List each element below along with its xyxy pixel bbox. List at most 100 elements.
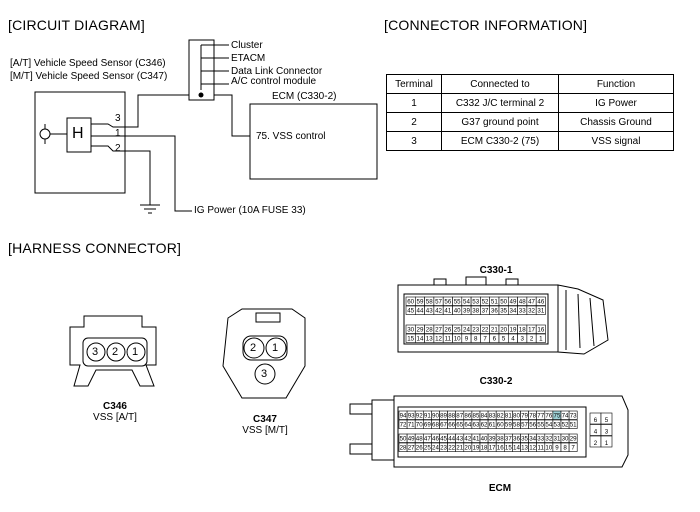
pin-cell — [535, 296, 546, 306]
pin-number: 53 — [472, 299, 479, 306]
c347-name: C347 — [253, 414, 277, 425]
pin-number: 39 — [489, 436, 496, 443]
sensor-at-label: [A/T] Vehicle Speed Sensor (C346) — [10, 58, 166, 69]
pin-number: 36 — [491, 308, 498, 315]
pin-number: 20 — [464, 445, 471, 452]
pin-number: 44 — [417, 308, 424, 315]
ecm-label: ECM (C330-2) — [272, 91, 337, 102]
c346-caption: C346 VSS [A/T] — [88, 401, 142, 423]
pin-number: 9 — [555, 445, 559, 452]
pin-number: 93 — [408, 413, 415, 420]
pin-number: 19 — [473, 445, 480, 452]
c347-connector-shape — [222, 308, 306, 399]
branch-cluster: Cluster — [231, 40, 263, 51]
pin-number: 91 — [424, 413, 431, 420]
pin-number: 4 — [594, 429, 598, 436]
pin-number: 51 — [491, 299, 498, 306]
sensor-box — [34, 91, 126, 194]
c330-2-caption: C330-2 — [466, 376, 526, 387]
pin-number: 83 — [489, 413, 496, 420]
pin-number: 27 — [435, 327, 442, 334]
pin-number: 42 — [435, 308, 442, 315]
section-title-connector-information: [CONNECTOR INFORMATION] — [384, 17, 588, 33]
pin-number: 30 — [407, 327, 414, 334]
pin-number: 58 — [426, 299, 433, 306]
connector-info-table: Terminal Connected to Function 1 C332 J/… — [386, 74, 674, 151]
pin-number: 27 — [408, 445, 415, 452]
branch-junction-box — [188, 39, 215, 101]
pin-number: 4 — [511, 336, 515, 343]
pin-number: 60 — [407, 299, 414, 306]
pin-number: 56 — [529, 422, 536, 429]
pin-number: 41 — [473, 436, 480, 443]
pin-number: 15 — [505, 445, 512, 452]
pin-number: 46 — [432, 436, 439, 443]
c330-1-name: C330-1 — [479, 265, 513, 276]
pin-number: 75 — [554, 413, 561, 420]
table-cell: VSS signal — [558, 131, 674, 151]
pin-number: 29 — [570, 436, 577, 443]
pin-cell — [535, 333, 546, 343]
pin-number: 61 — [489, 422, 496, 429]
c347-pin-label: 3 — [261, 368, 268, 380]
pin-number: 78 — [529, 413, 536, 420]
pin-number: 76 — [545, 413, 552, 420]
pin-number: 72 — [400, 422, 407, 429]
pin-number: 22 — [448, 445, 455, 452]
pin-number: 43 — [426, 308, 433, 315]
pin-number: 2 — [594, 440, 598, 447]
sensor-mt-label: [M/T] Vehicle Speed Sensor (C347) — [10, 71, 168, 82]
pin-number: 1 — [539, 336, 543, 343]
hall-element-box — [66, 117, 92, 153]
table-row: 2 G37 ground point Chassis Ground — [386, 112, 674, 132]
pin-number: 58 — [513, 422, 520, 429]
pin-number: 82 — [497, 413, 504, 420]
pin-number: 16 — [497, 445, 504, 452]
c346-pin-label: 1 — [132, 346, 139, 358]
pin-number: 19 — [510, 327, 517, 334]
pin-number: 15 — [407, 336, 414, 343]
pin-number: 59 — [505, 422, 512, 429]
ecm-name: ECM — [488, 483, 512, 494]
pin-cell — [600, 424, 613, 436]
branch-data-link-connector: Data Link Connector — [231, 66, 323, 77]
pin-number: 11 — [445, 336, 452, 343]
pin-cell — [568, 442, 578, 452]
pin-number: 20 — [500, 327, 507, 334]
c347-pin-3 — [254, 363, 276, 385]
pin-number: 71 — [408, 422, 415, 429]
pin-number: 52 — [482, 299, 489, 306]
pin-number: 10 — [545, 445, 552, 452]
pin-number: 32 — [545, 436, 552, 443]
pin-number: 70 — [416, 422, 423, 429]
c346-pin-label: 2 — [112, 346, 119, 358]
pin-number: 49 — [408, 436, 415, 443]
pin-number: 26 — [416, 445, 423, 452]
pin-number: 64 — [464, 422, 471, 429]
pin-number: 12 — [529, 445, 536, 452]
pin-number: 45 — [440, 436, 447, 443]
pin-number: 55 — [454, 299, 461, 306]
junction-dot — [198, 92, 204, 98]
pin-cell — [535, 305, 546, 315]
pin-number: 8 — [563, 445, 567, 452]
pin-number: 38 — [497, 436, 504, 443]
branch-etacm: ETACM — [231, 53, 266, 64]
pin-number: 90 — [432, 413, 439, 420]
ecm-pin-label: 75. VSS control — [256, 131, 326, 142]
ig-power-label: IG Power (10A FUSE 33) — [194, 205, 306, 216]
c347-caption: C347 VSS [M/T] — [236, 414, 294, 436]
pin-number: 33 — [537, 436, 544, 443]
pin-number: 28 — [400, 445, 407, 452]
c346-pin-2 — [106, 342, 126, 362]
pin-number: 24 — [463, 327, 470, 334]
c346-name: C346 — [103, 401, 127, 412]
pin-number: 51 — [570, 422, 577, 429]
pin-number: 36 — [513, 436, 520, 443]
pin-number: 23 — [472, 327, 479, 334]
pin-number: 6 — [594, 417, 598, 424]
pin-number: 14 — [417, 336, 424, 343]
